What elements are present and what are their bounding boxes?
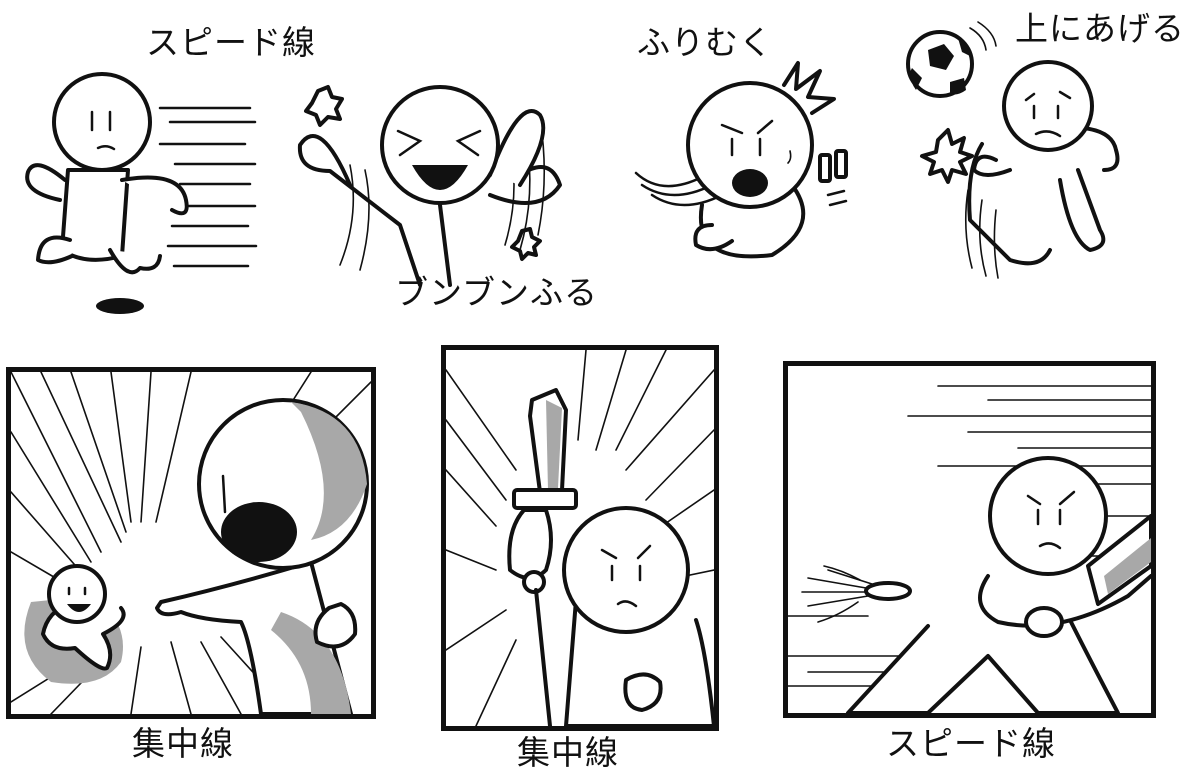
baseball-icon [801,565,912,623]
sword-icon [512,388,578,510]
caption-look-back: ふりむく [637,23,773,62]
focus-lines-scene-1 [11,372,371,714]
panel-focus-lines-center [441,345,719,731]
caption-focus-lines-left: 集中線 [132,724,234,763]
caption-speed-lines-top: スピード線 [146,23,316,62]
caption-kick-up: 上にあげる [1015,9,1185,48]
motion-lines [964,189,999,279]
focus-lines [446,350,714,726]
caption-speed-lines-bottom: スピード線 [886,724,1056,763]
caption-swing-hard: ブンブンふる [395,273,599,312]
panel-focus-lines-left [6,367,376,719]
swinging-arms-character-illustration [297,85,562,287]
looking-back-character-illustration [634,61,848,259]
kicking-ball-character-illustration [906,21,1120,279]
caption-focus-lines-center: 集中線 [517,733,619,772]
speed-lines [158,106,258,268]
focus-lines-scene-2 [446,350,714,726]
soccer-ball-icon [906,30,974,98]
panel-speed-lines-bottom [783,361,1156,718]
speed-lines-scene [788,385,1151,713]
running-character-illustration [25,72,258,314]
